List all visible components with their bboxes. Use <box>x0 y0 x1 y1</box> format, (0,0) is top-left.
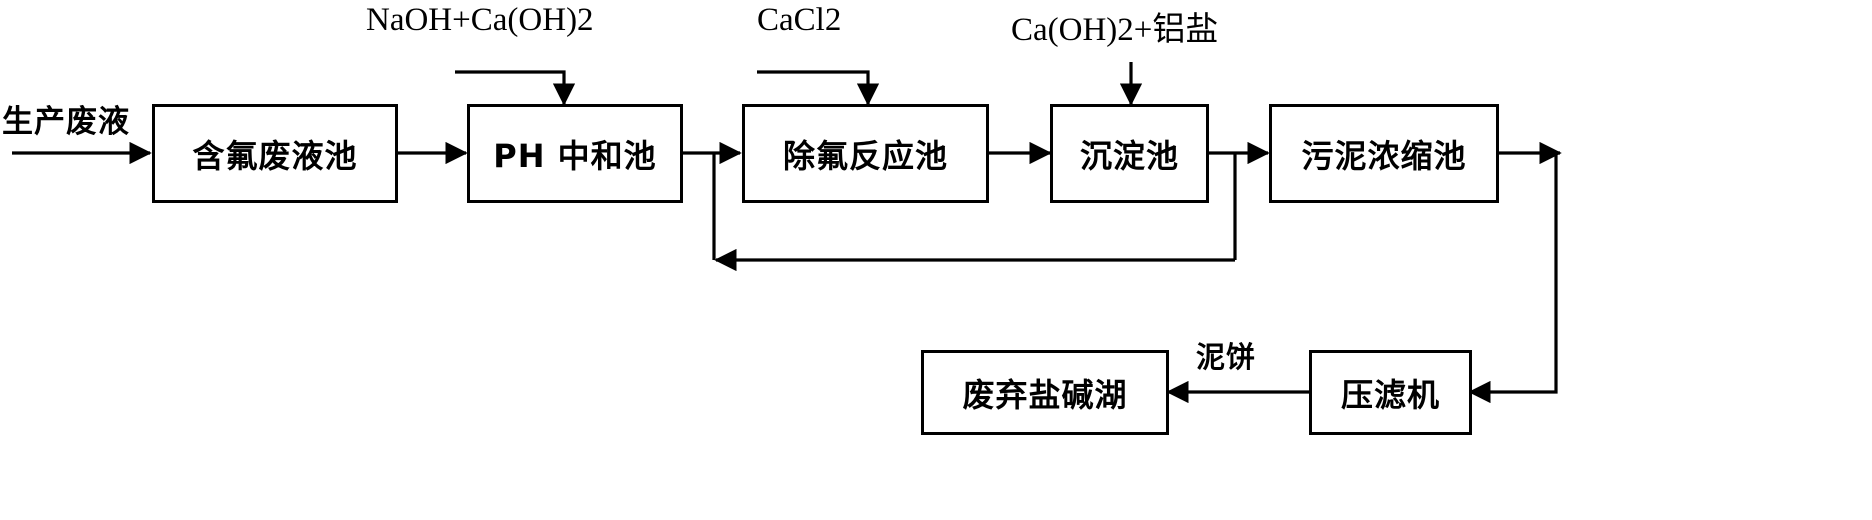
node-fluoride-waste-pool[interactable]: 含氟废液池 <box>152 104 398 203</box>
label-reagent-naoh-caoh2: NaOH+Ca(OH)2 <box>366 2 594 38</box>
node-defluorination-reaction-pool[interactable]: 除氟反应池 <box>742 104 989 203</box>
node-filter-press[interactable]: 压滤机 <box>1309 350 1472 435</box>
arrow-reagent1-to-n2 <box>455 70 576 106</box>
node-abandoned-salt-alkali-lake[interactable]: 废弃盐碱湖 <box>921 350 1169 435</box>
node-sedimentation-pool[interactable]: 沉淀池 <box>1050 104 1209 203</box>
label-influent: 生产废液 <box>2 104 130 140</box>
arrow-to-n7 <box>1468 153 1558 404</box>
arrow-reagent2-to-n3 <box>757 70 880 106</box>
node-ph-neutralization-pool[interactable]: PH 中和池 <box>467 104 683 203</box>
label-mud-cake: 泥饼 <box>1196 340 1257 374</box>
label-reagent-caoh2-aluminum-salt: Ca(OH)2+铝盐 <box>1011 12 1219 48</box>
node-sludge-thickening-pool[interactable]: 污泥浓缩池 <box>1269 104 1499 203</box>
label-reagent-cacl2: CaCl2 <box>757 2 842 38</box>
